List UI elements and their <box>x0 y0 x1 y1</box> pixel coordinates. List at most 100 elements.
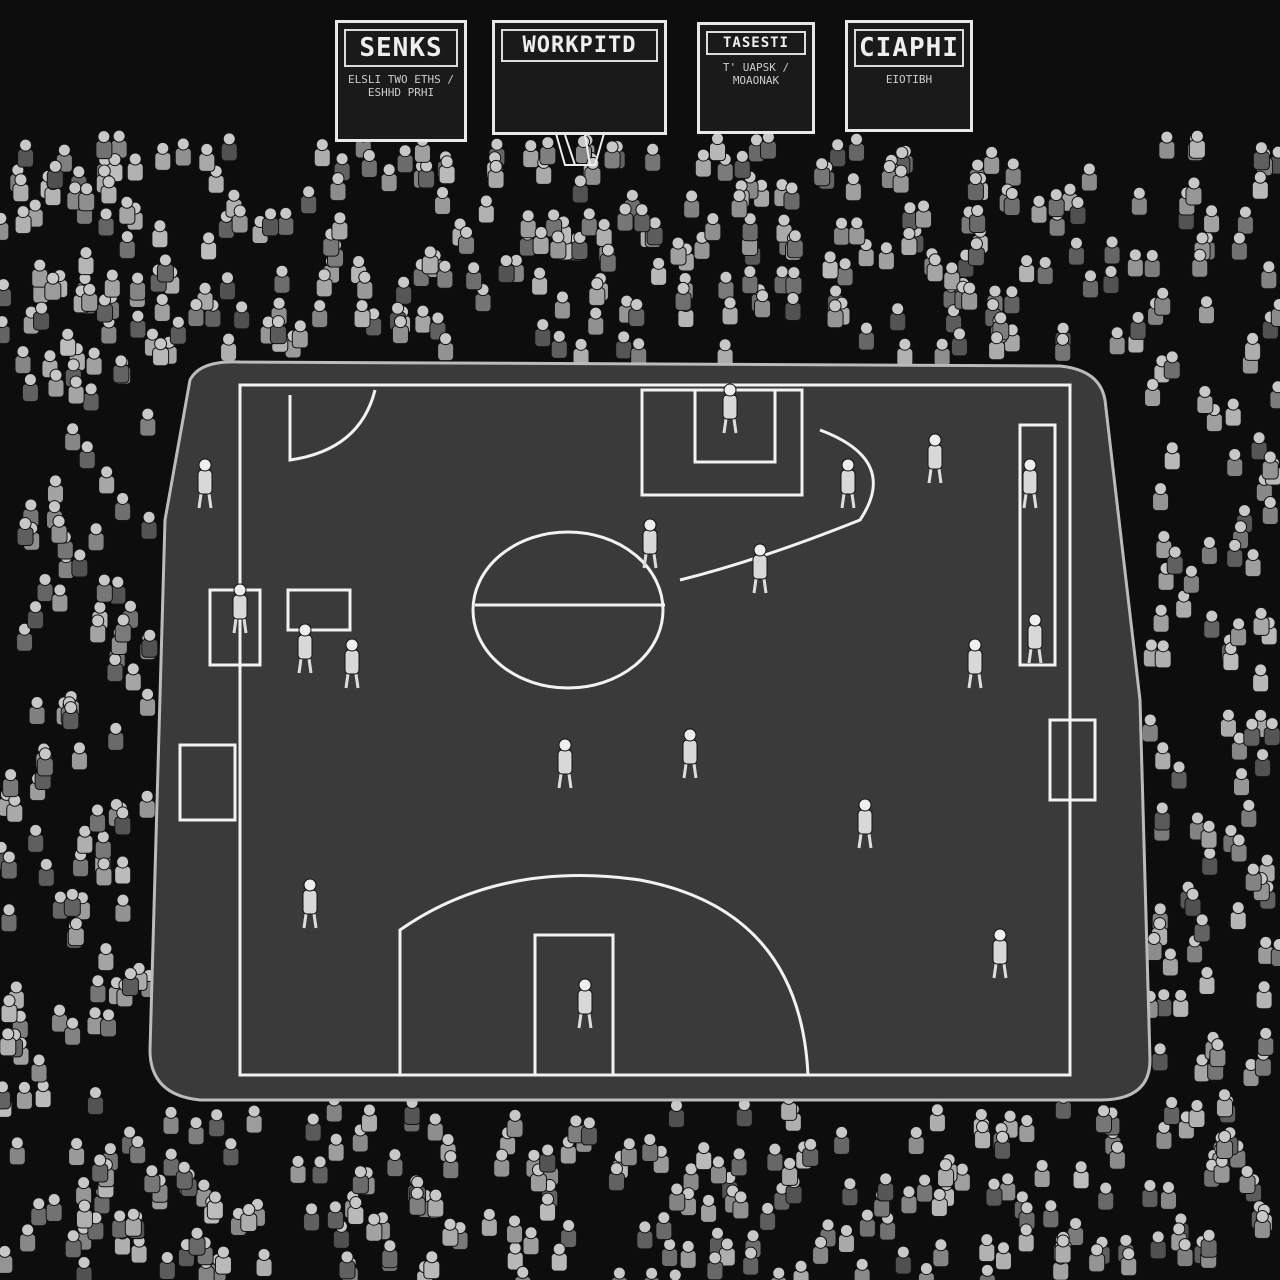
spectator <box>1226 447 1244 477</box>
spectator <box>8 1136 26 1166</box>
spectator <box>365 1212 383 1242</box>
spectator <box>198 142 216 172</box>
spectator <box>669 236 687 266</box>
spectator <box>1154 741 1172 771</box>
spectator <box>781 1156 799 1186</box>
spectator <box>1185 176 1203 206</box>
spectator <box>519 209 537 239</box>
spectator <box>966 172 984 202</box>
spectator <box>1163 441 1181 471</box>
spectator <box>603 140 621 170</box>
spectator <box>741 212 759 242</box>
spectator <box>1159 1180 1177 1210</box>
spectator <box>82 382 100 412</box>
spectator <box>380 163 398 193</box>
spectator <box>833 216 851 246</box>
spectator <box>427 1188 445 1218</box>
spectator <box>1161 947 1179 977</box>
spectator <box>291 319 309 349</box>
spectator <box>620 1137 638 1167</box>
spectator <box>152 337 170 367</box>
spectator <box>351 1165 369 1195</box>
spectator <box>961 281 979 311</box>
spectator <box>580 1116 598 1146</box>
spectator <box>206 1190 224 1220</box>
spectator <box>313 138 331 168</box>
spectator <box>950 327 968 357</box>
spectator <box>858 1208 876 1238</box>
spectator <box>735 1098 753 1128</box>
spectator <box>141 628 159 658</box>
spectator <box>233 300 251 330</box>
spectator <box>1120 1247 1138 1277</box>
scoreboard-title: SENKS <box>344 29 458 67</box>
spectator <box>67 917 85 947</box>
spectator <box>1143 249 1161 279</box>
spectator <box>31 258 49 288</box>
spectator <box>848 132 866 162</box>
spectator <box>889 302 907 332</box>
spectator <box>1230 833 1248 863</box>
players <box>197 383 1043 1029</box>
spectator <box>75 1255 93 1280</box>
spectator <box>426 1112 444 1142</box>
spectator <box>994 1130 1012 1160</box>
spectator <box>1018 254 1036 284</box>
spectator <box>580 207 598 237</box>
spectator <box>853 1257 871 1280</box>
spectator <box>0 994 18 1024</box>
spectator <box>841 1177 859 1207</box>
spectator <box>718 1237 736 1267</box>
spectator <box>667 1098 685 1128</box>
spectator <box>360 148 378 178</box>
spectator <box>1054 1234 1072 1264</box>
spectator <box>506 1108 524 1138</box>
player <box>1022 458 1038 509</box>
spectator <box>877 241 895 271</box>
spectator <box>1242 1057 1260 1087</box>
spectator <box>892 164 910 194</box>
spectator <box>114 893 132 923</box>
spectator <box>174 137 192 167</box>
spectator <box>894 1245 912 1275</box>
player <box>752 543 768 594</box>
spectator <box>937 1158 955 1188</box>
spectator <box>153 292 171 322</box>
spectator <box>15 1080 33 1110</box>
spectator <box>1103 235 1121 265</box>
spectator <box>1102 265 1120 295</box>
spectator <box>103 268 121 298</box>
spectator <box>98 465 116 495</box>
spectator <box>1203 204 1221 234</box>
spectator <box>477 194 495 224</box>
spectator <box>1230 731 1248 761</box>
player <box>682 728 698 779</box>
spectator <box>1196 384 1214 414</box>
spectator <box>930 1187 948 1217</box>
spectator <box>118 195 136 225</box>
spectator <box>1261 496 1279 526</box>
spectator <box>857 321 875 351</box>
spectator <box>1097 1181 1115 1211</box>
spectator <box>34 1079 52 1109</box>
spectator <box>311 1155 329 1185</box>
spectator <box>1230 617 1248 647</box>
spectator <box>1255 980 1273 1010</box>
spectator <box>1193 913 1211 943</box>
spectator <box>1270 297 1280 327</box>
spectator <box>1166 545 1184 575</box>
spectator <box>94 830 112 860</box>
spectator <box>1004 157 1022 187</box>
spectator <box>396 144 414 174</box>
spectator <box>62 701 80 731</box>
top-left-arc <box>288 389 377 462</box>
spectator <box>277 206 295 236</box>
spectator <box>1240 798 1258 828</box>
spectator <box>826 299 844 329</box>
spectator <box>1244 548 1262 578</box>
spectator <box>1003 186 1021 216</box>
spectator <box>700 1193 718 1223</box>
player <box>857 798 873 849</box>
spectator <box>588 277 606 307</box>
